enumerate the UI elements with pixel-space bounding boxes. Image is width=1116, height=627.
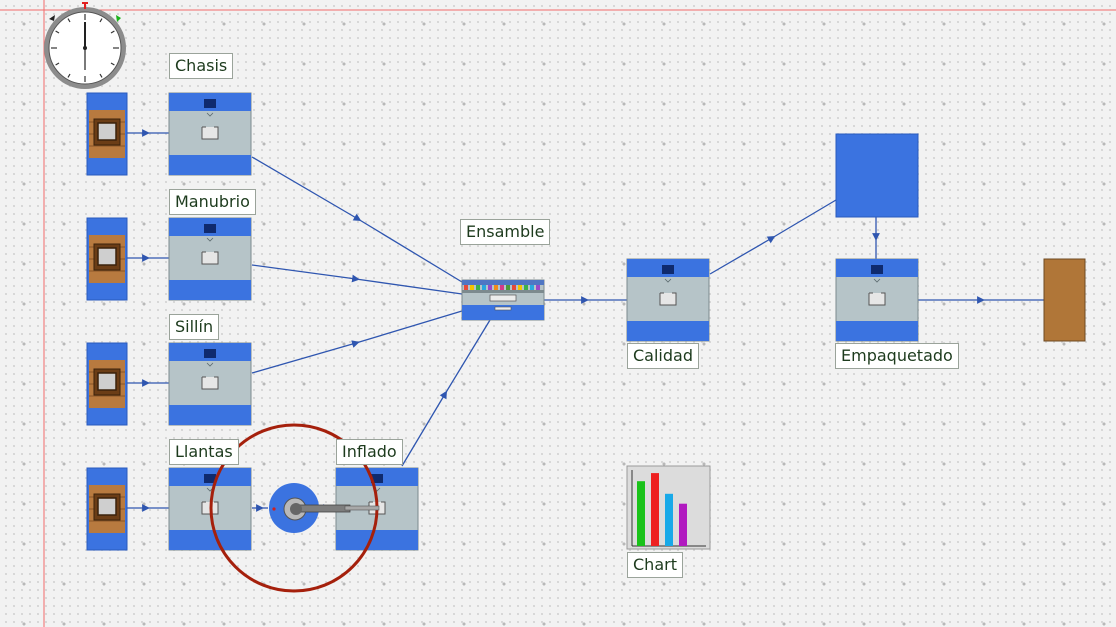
stations [168,92,919,551]
source-icon[interactable] [86,342,128,426]
label-chart[interactable]: Chart [627,552,683,578]
source-icon[interactable] [86,92,128,176]
ensamble-combiner[interactable] [461,279,545,321]
source-icon[interactable] [86,217,128,301]
station-calidad[interactable] [626,258,710,342]
connector-calidad-queue [709,199,837,275]
station-empaquetado[interactable] [835,258,919,342]
clock-icon[interactable] [44,2,126,89]
label-manubrio[interactable]: Manubrio [169,189,256,215]
station-sillin[interactable] [168,342,252,426]
connector-sillin-ensamble [251,310,463,374]
label-empaquetado[interactable]: Empaquetado [835,343,959,369]
robot-arm-icon[interactable] [209,423,380,593]
label-llantas[interactable]: Llantas [169,439,239,465]
source-icon[interactable] [86,467,128,551]
label-inflado[interactable]: Inflado [336,439,403,465]
bar-chart-icon[interactable] [626,465,711,550]
chart-icon-bar [637,481,645,546]
sources [86,92,128,551]
label-calidad[interactable]: Calidad [627,343,699,369]
sink-icon[interactable] [1043,258,1086,342]
chart-icon-bar [679,503,687,546]
chart-icon-bar [651,473,659,546]
label-ensamble[interactable]: Ensamble [460,219,551,245]
label-sillin[interactable]: Sillín [169,314,220,340]
chart-icon-bar [665,493,673,546]
station-chasis[interactable] [168,92,252,176]
queue-block[interactable] [835,133,919,218]
label-chasis[interactable]: Chasis [169,53,234,79]
connector-chasis-ensamble [251,156,463,283]
connector-inflado-ensamble [401,319,491,467]
connectors [127,129,1044,512]
connector-manubrio-ensamble [251,264,463,295]
station-manubrio[interactable] [168,217,252,301]
